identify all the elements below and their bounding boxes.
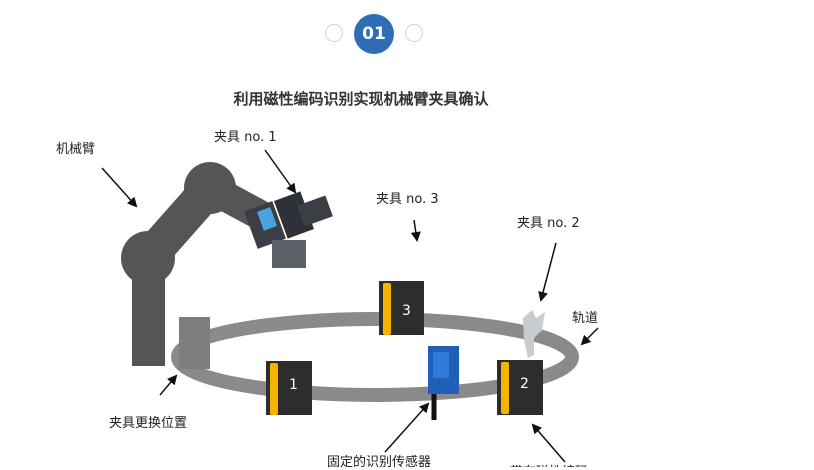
station-1-number: 1: [289, 377, 298, 393]
pager-dot-next[interactable]: [405, 24, 423, 42]
station-1-tag: [270, 363, 278, 415]
arrow-track: [580, 327, 599, 346]
arrow-gripper2: [538, 242, 557, 302]
pager-dot-prev[interactable]: [325, 24, 343, 42]
station-3-tag: [383, 283, 391, 335]
station-2-tag: [501, 362, 509, 414]
arrow-tag: [531, 423, 566, 463]
arrow-change-position: [159, 374, 178, 396]
label-change-position: 夹具更换位置: [109, 416, 188, 431]
label-tag: 带有磁性编码: [510, 461, 588, 467]
gripper-1-shape: [244, 191, 333, 268]
pager: 01: [0, 14, 814, 54]
arrow-gripper3: [410, 219, 421, 242]
arrow-robot-arm: [101, 167, 138, 208]
sensor-shape: [428, 346, 459, 420]
track-ring: [171, 312, 579, 402]
label-gripper-3: 夹具 no. 3: [376, 192, 439, 207]
label-robot-arm: 机械臂: [56, 142, 96, 157]
label-gripper-2: 夹具 no. 2: [517, 216, 580, 231]
station-3-number: 3: [402, 303, 411, 319]
arrow-gripper1: [264, 149, 297, 194]
label-sensor: 固定的识别传感器: [327, 455, 432, 470]
page-title: 利用磁性编码识别实现机械臂夹具确认: [233, 90, 489, 108]
arrow-sensor: [384, 402, 430, 453]
station-2-number: 2: [520, 376, 529, 392]
label-gripper-1: 夹具 no. 1: [214, 130, 277, 145]
label-track: 轨道: [572, 311, 599, 326]
change-position-block: [179, 317, 210, 369]
gripper-2-shape: [523, 310, 545, 358]
pager-dot-current[interactable]: 01: [354, 14, 394, 54]
